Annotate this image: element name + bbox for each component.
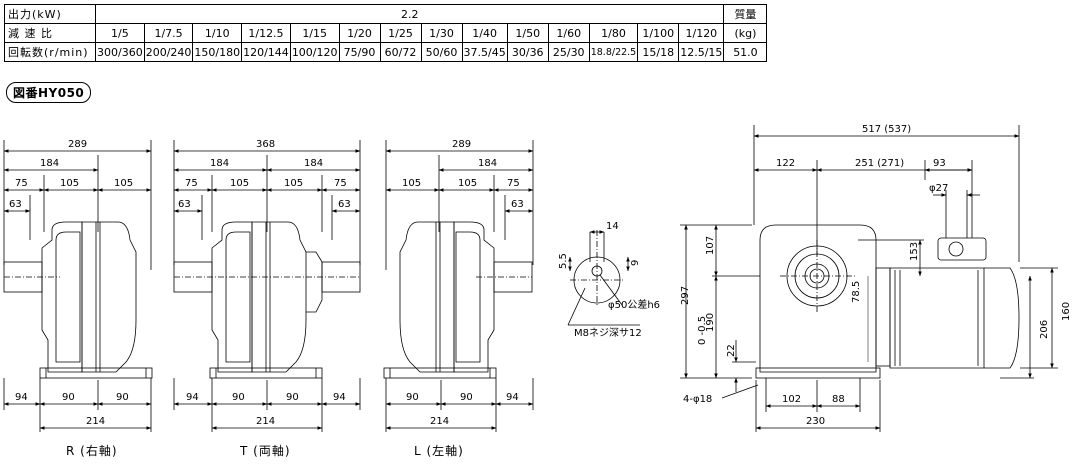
speed-cell: 60/72 [379,42,422,62]
speed-cell: 25/30 [547,42,590,62]
side-dim-160: 160 [1061,302,1072,321]
shaft-dim-14: 14 [606,221,619,232]
side-dim-297: 297 [680,286,691,305]
side-dim-206: 206 [1039,320,1050,339]
t-dim-184a: 184 [210,158,229,169]
t-dim-75a: 75 [185,178,198,189]
view-t [173,140,361,432]
ratio-cell: 1/20 [338,23,381,43]
side-view [680,125,1058,432]
side-dim-phi27: φ27 [929,183,948,194]
l-dim-75: 75 [507,178,520,189]
shaft-diameter: φ50公差h6 [608,298,660,311]
view-label-r: R (右軸) [66,444,118,458]
r-dim-75: 75 [15,178,28,189]
view-label-l: L (左軸) [414,444,464,458]
t-base-214: 214 [256,416,275,427]
mass-value: 51.0 [723,42,768,62]
side-dim-22: 22 [726,344,737,357]
r-dim-overall: 289 [68,139,87,150]
l-base-90b: 90 [460,392,473,403]
side-base-88: 88 [832,394,845,405]
side-mounting-holes: 4-φ18 [683,394,712,405]
shaft-end-detail [567,230,640,326]
side-dim-78-5: 78.5 [851,281,862,303]
t-dim-184b: 184 [304,158,323,169]
side-dim-251: 251 (271) [855,158,904,169]
side-dim-overall: 517 (537) [862,124,911,135]
t-dim-overall: 368 [256,139,275,150]
drawing-number-tag: 図番HY050 [6,82,92,103]
r-base-90a: 90 [62,392,75,403]
side-dim-122: 122 [776,158,795,169]
r-base-90b: 90 [116,392,129,403]
r-dim-184: 184 [40,158,59,169]
speed-cell: 300/360 [95,42,145,62]
side-dim-107: 107 [705,236,716,255]
t-dim-63a: 63 [178,199,191,210]
side-base-102: 102 [782,394,801,405]
ratio-cell: 1/5 [95,23,145,43]
ratio-cell: 1/80 [588,23,639,43]
l-dim-overall: 289 [452,139,471,150]
t-dim-75b: 75 [334,178,347,189]
l-dim-63: 63 [511,199,524,210]
view-label-t: T (両軸) [240,444,291,458]
t-dim-105a: 105 [230,178,249,189]
shaft-dim-9: 9 [630,260,641,266]
speed-cell: 100/120 [289,42,340,62]
l-base-90a: 90 [406,392,419,403]
t-base-90b: 90 [286,392,299,403]
l-base-94: 94 [506,392,519,403]
speed-cell: 37.5/45 [461,42,508,62]
speed-cell: 200/240 [143,42,194,62]
side-base-230: 230 [806,416,825,427]
t-base-94b: 94 [333,392,346,403]
ratio-cell: 1/40 [461,23,508,43]
speed-label: 回転数(r/min) [4,42,96,62]
l-dim-105a: 105 [402,178,421,189]
r-base-214: 214 [86,416,105,427]
side-dim-tolerance: 0 -0.5 [697,316,708,345]
t-base-90a: 90 [232,392,245,403]
ratio-cell: 1/120 [678,23,725,43]
r-dim-105b: 105 [114,178,133,189]
shaft-tap: M8ネジ深サ12 [574,327,642,339]
r-dim-105a: 105 [60,178,79,189]
l-dim-105b: 105 [458,178,477,189]
ratio-cell: 1/100 [637,23,680,43]
t-dim-63b: 63 [338,199,351,210]
r-base-94: 94 [15,392,28,403]
speed-cell: 75/90 [338,42,381,62]
l-base-214: 214 [430,416,449,427]
l-dim-184: 184 [478,158,497,169]
shaft-dim-5-5: 5.5 [558,253,569,269]
side-dim-93: 93 [933,158,946,169]
speed-cell: 50/60 [420,42,463,62]
speed-cell: 30/36 [506,42,549,62]
t-base-94a: 94 [186,392,199,403]
r-dim-63: 63 [9,199,22,210]
view-l [383,140,534,432]
speed-cell: 12.5/15 [678,42,725,62]
t-dim-105b: 105 [284,178,303,189]
speed-cell: 120/144 [241,42,291,62]
view-r [3,140,153,432]
side-dim-153: 153 [909,242,920,261]
side-dim-190: 190 [705,313,716,332]
